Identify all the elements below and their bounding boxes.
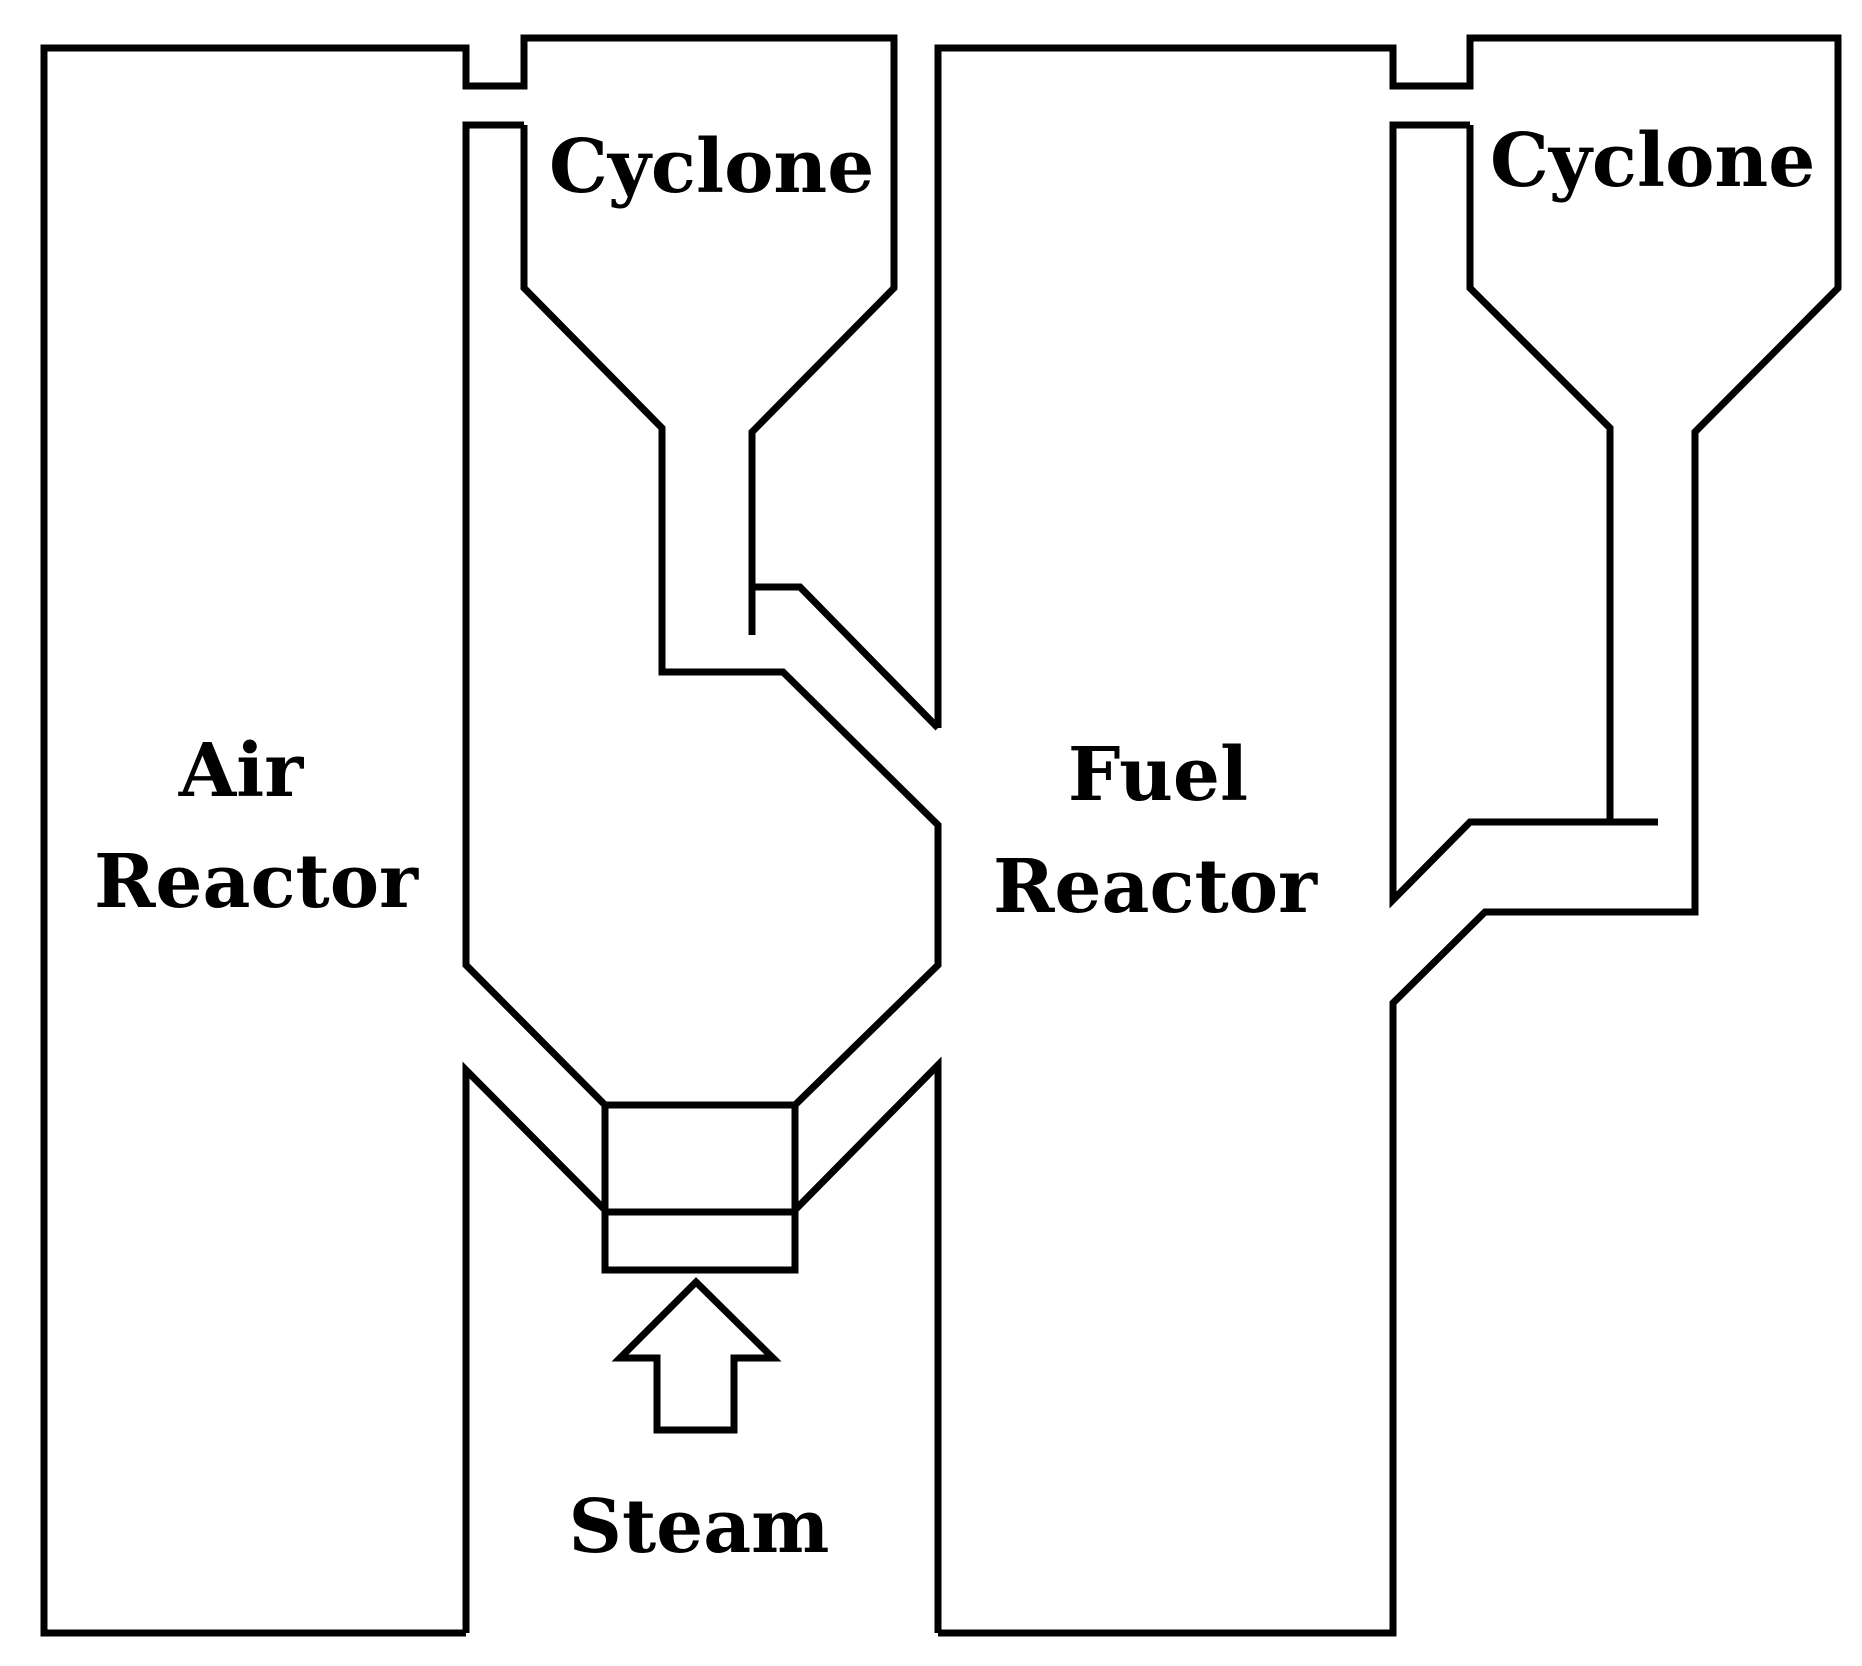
air-reactor: [40, 34, 898, 1637]
left-cyclone: [520, 125, 942, 1108]
air-reactor-outline: [40, 34, 898, 1637]
air-reactor-label-line1: Air: [178, 728, 305, 814]
fuel-reactor-inner-wall: [1389, 121, 1658, 909]
steam-arrow: [611, 1277, 782, 1434]
fuel-reactor-label-line2: Reactor: [993, 844, 1318, 930]
loop-seal-right-wall: [792, 1056, 942, 1633]
air-reactor-label-line2: Reactor: [94, 839, 419, 925]
loop-seal-upper-box: [601, 1101, 799, 1216]
fuel-reactor-label-line1: Fuel: [1068, 732, 1248, 818]
loop-seal-lower-box: [601, 1208, 799, 1274]
steam-label: Steam: [569, 1484, 830, 1570]
right-cyclone: [1466, 125, 1614, 822]
left-cyclone-return-leg: [752, 583, 941, 731]
fuel-reactor: [934, 34, 1842, 1637]
left-cyclone-cone: [520, 125, 942, 1108]
air-reactor-lower-wall: [462, 1061, 608, 1633]
right-cyclone-cone: [1466, 125, 1614, 822]
air-reactor-inner-wall: [462, 121, 608, 1108]
left-cyclone-label: Cyclone: [549, 124, 874, 210]
loop-seal: [601, 1056, 942, 1633]
fuel-reactor-outline: [934, 34, 1842, 1637]
right-cyclone-label: Cyclone: [1490, 118, 1815, 204]
